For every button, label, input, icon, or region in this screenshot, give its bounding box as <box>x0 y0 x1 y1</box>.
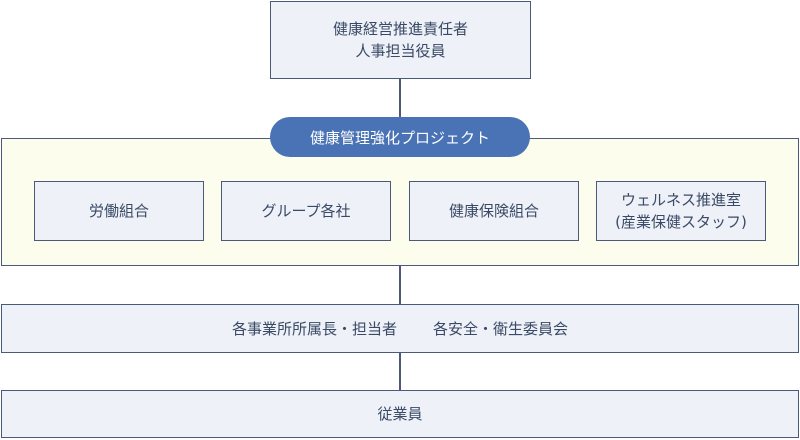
member-label: 労働組合 <box>88 202 149 220</box>
connector-top-to-project <box>399 78 401 118</box>
member-box-health-insurance: 健康保険組合 <box>409 181 579 241</box>
member-label: 健康保険組合 <box>448 202 539 220</box>
member-line2: (産業保健スタッフ) <box>615 213 747 231</box>
connector-project-to-middle <box>399 266 401 304</box>
member-label: グループ各社 <box>261 202 351 220</box>
managers-committees-box: 各事業所所属長・担当者 各安全・衛生委員会 <box>1 304 799 353</box>
health-management-leader-box: 健康経営推進責任者 人事担当役員 <box>270 1 531 79</box>
middle-right-label: 各安全・衛生委員会 <box>433 319 569 338</box>
member-line1: ウェルネス推進室 <box>620 191 741 209</box>
member-box-wellness-office: ウェルネス推進室 (産業保健スタッフ) <box>596 181 766 241</box>
employees-box: 従業員 <box>1 390 799 438</box>
top-line2: 人事担当役員 <box>355 42 446 60</box>
member-box-labor-union: 労働組合 <box>34 181 204 241</box>
member-box-group-companies: グループ各社 <box>221 181 391 241</box>
project-label: 健康管理強化プロジェクト <box>270 117 530 157</box>
employees-label: 従業員 <box>377 405 423 423</box>
top-line1: 健康経営推進責任者 <box>332 20 468 38</box>
connector-middle-to-bottom <box>399 352 401 390</box>
middle-left-label: 各事業所所属長・担当者 <box>231 319 397 338</box>
